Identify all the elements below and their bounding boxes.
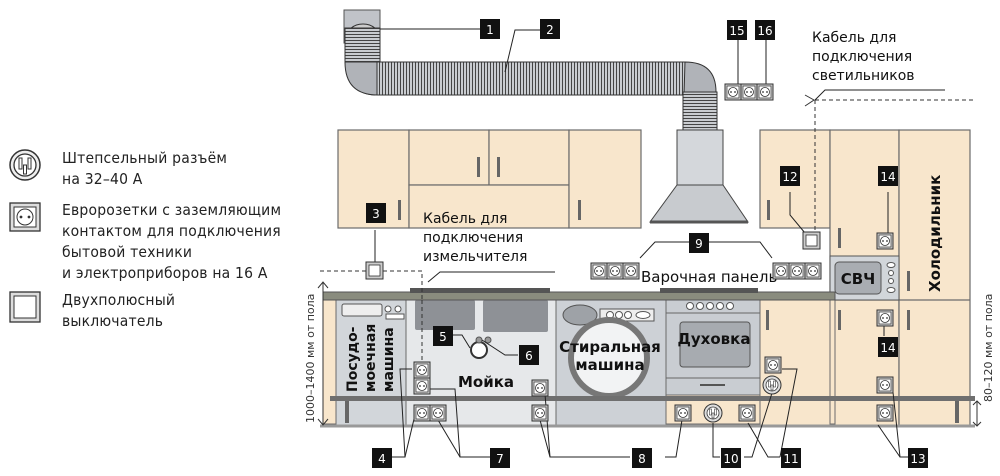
- grinder-cable-label-2: подключения: [423, 230, 523, 246]
- lights-cable-label-2: подключения: [812, 49, 912, 65]
- legend-text: Двухполюсный выключатель: [62, 291, 176, 330]
- marker-3: 3: [366, 203, 386, 223]
- marker-6: 6: [519, 345, 539, 365]
- fridge-label: Холодильник: [926, 175, 944, 292]
- svg-text:14: 14: [880, 170, 895, 184]
- marker-11: 11: [781, 448, 801, 468]
- grinder-cable-label-1: Кабель для: [423, 211, 507, 227]
- legend-item-plug: Штепсельный разъём на 32–40 А: [8, 148, 227, 190]
- svg-text:1: 1: [486, 23, 494, 37]
- lights-cable-label-1: Кабель для: [812, 30, 896, 46]
- marker-13: 13: [908, 448, 928, 468]
- dishwasher-label-2: моечная: [363, 324, 379, 392]
- lights-cable-label-3: светильников: [812, 68, 915, 84]
- height-label-main: 1000–1400 мм от пола: [304, 294, 317, 423]
- grinder-cable-label-3: измельчителя: [423, 249, 527, 265]
- svg-text:9: 9: [695, 237, 703, 251]
- marker-15: 15: [727, 20, 747, 40]
- ventilation-duct: [343, 9, 718, 133]
- svg-text:3: 3: [372, 207, 380, 221]
- svg-text:13: 13: [910, 452, 925, 466]
- power-plug-socket-icon: [9, 149, 41, 181]
- height-label-low: 80–120 мм от пола: [982, 294, 995, 402]
- oven-label: Духовка: [678, 330, 751, 348]
- marker-12: 12: [780, 166, 800, 186]
- svg-text:7: 7: [496, 452, 504, 466]
- marker-2: 2: [540, 19, 560, 39]
- washer-label-2: машина: [575, 356, 644, 374]
- marker-4: 4: [372, 448, 392, 468]
- sink-label: Мойка: [458, 373, 514, 391]
- hob-label: Варочная панель: [641, 268, 777, 286]
- microwave: СВЧ: [829, 255, 900, 301]
- countertop: [322, 291, 836, 301]
- marker-10: 10: [721, 448, 741, 468]
- svg-text:14: 14: [880, 341, 895, 355]
- svg-text:11: 11: [783, 452, 798, 466]
- svg-text:15: 15: [729, 24, 744, 38]
- washer-label-1: Стиральная: [559, 338, 661, 356]
- plinth-line: [330, 396, 975, 401]
- marker-16: 16: [755, 20, 775, 40]
- marker-5: 5: [433, 326, 453, 346]
- marker-14: 14: [878, 337, 898, 357]
- dishwasher-label-3: машина: [381, 327, 397, 392]
- dishwasher-label-1: Посудо-: [345, 326, 361, 392]
- svg-text:16: 16: [757, 24, 772, 38]
- legend-text: Евророзетки с заземляющим контактом для …: [62, 201, 282, 282]
- marker-1: 1: [480, 19, 500, 39]
- marker-7: 7: [490, 448, 510, 468]
- legend-item-switch: Двухполюсный выключатель: [8, 290, 175, 332]
- svg-text:10: 10: [723, 452, 738, 466]
- euro-socket-icon: [9, 202, 41, 232]
- legend-text: Штепсельный разъём на 32–40 А: [62, 149, 228, 188]
- legend-item-socket: Евророзетки с заземляющим контактом для …: [8, 200, 281, 284]
- cooker-hood: [649, 129, 749, 224]
- marker-14: 14: [878, 166, 898, 186]
- bipolar-switch-icon: [9, 291, 41, 323]
- microwave-label: СВЧ: [841, 270, 876, 288]
- marker-8: 8: [632, 448, 652, 468]
- svg-text:12: 12: [782, 170, 797, 184]
- svg-text:8: 8: [638, 452, 646, 466]
- svg-text:4: 4: [378, 452, 386, 466]
- svg-text:6: 6: [525, 349, 533, 363]
- svg-text:5: 5: [439, 330, 447, 344]
- marker-9: 9: [689, 233, 709, 253]
- svg-text:2: 2: [546, 23, 554, 37]
